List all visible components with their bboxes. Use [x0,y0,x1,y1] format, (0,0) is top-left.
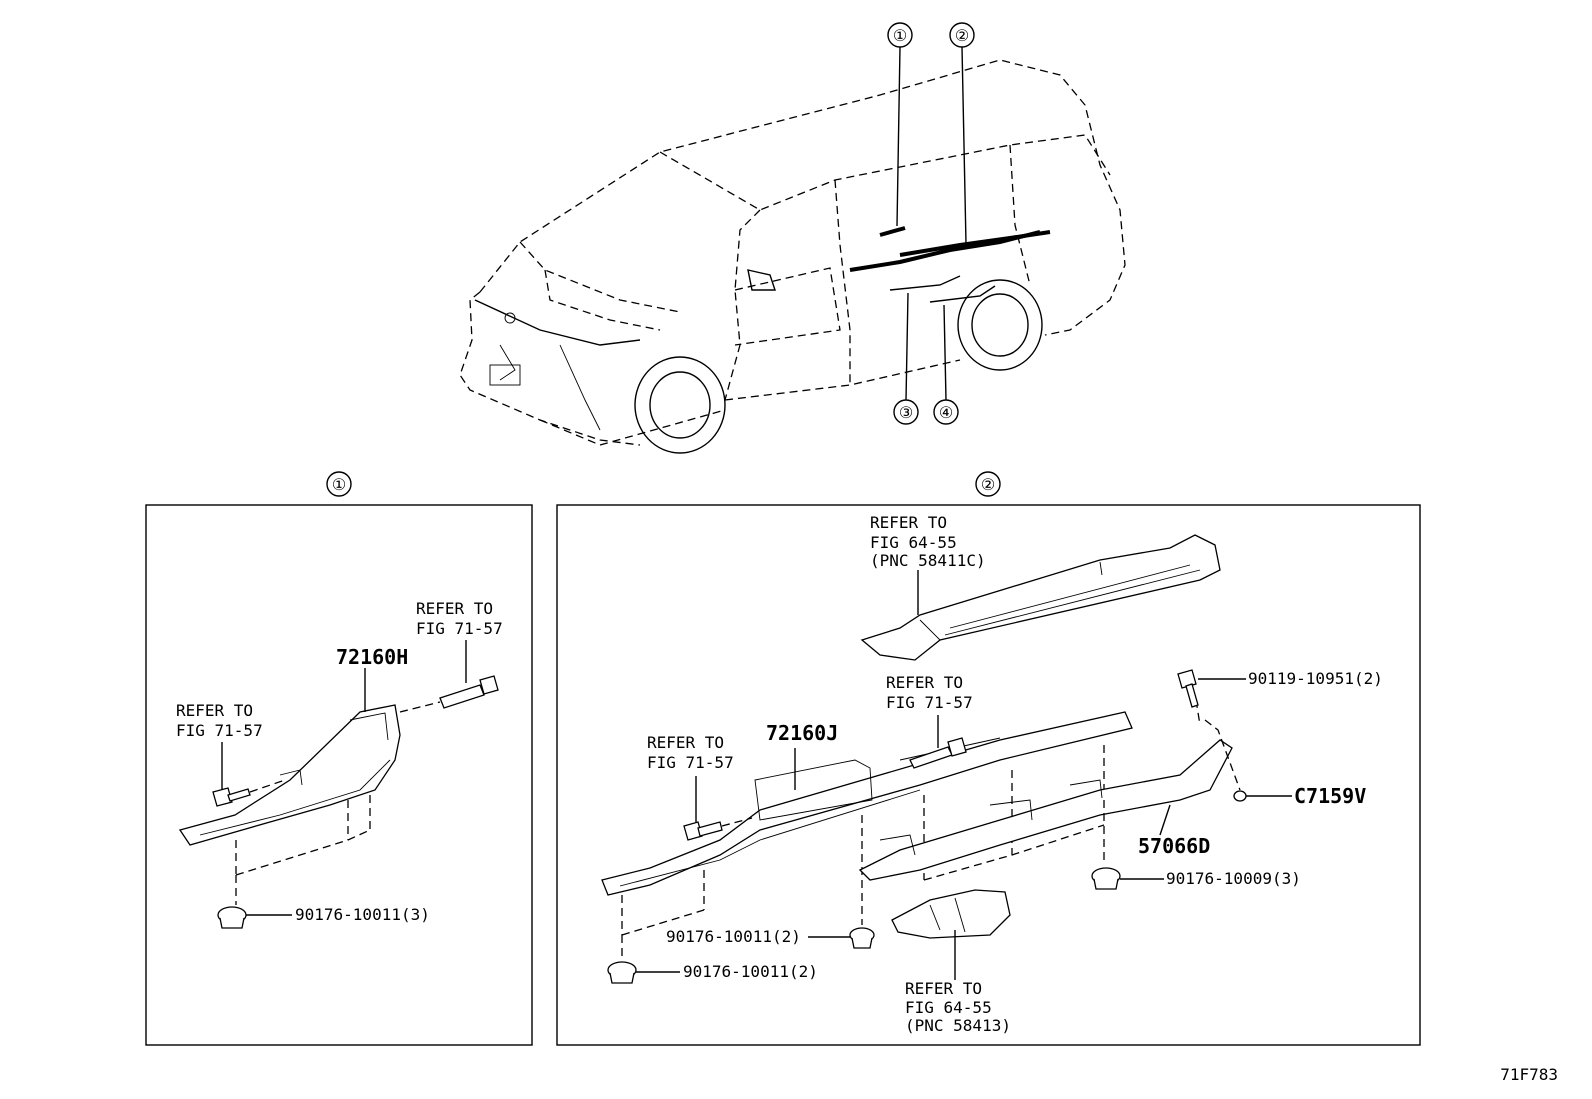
part-72160J-drawing[interactable] [601,711,1133,960]
refer-text-line[interactable]: FIG 64-55 [905,998,992,1017]
refer-text-line: REFER TO [870,513,947,532]
part-number-57066D[interactable]: 57066D [1138,834,1210,858]
refer-text-line: REFER TO [647,733,724,752]
panel-1-title: ① [332,475,346,494]
refer-text-line: REFER TO [886,673,963,692]
bolt-icon[interactable] [683,776,753,841]
bolt-icon[interactable] [212,742,286,807]
figure-id: 71F783 [1500,1065,1558,1084]
part-number-clip[interactable]: 90176-10011(2) [666,927,801,946]
refer-text-line: REFER TO [176,701,253,720]
refer-text-line: (PNC 58411C) [870,551,986,570]
callout-2[interactable] [949,22,975,245]
refer-text-line[interactable]: FIG 64-55 [870,533,957,552]
bolt-icon[interactable] [399,640,499,713]
vehicle-illustration [459,59,1126,454]
clip-icon[interactable] [607,961,680,984]
part-72160H-drawing[interactable] [178,704,401,905]
refer-text-line: REFER TO [416,599,493,618]
refer-text-line[interactable]: FIG 71-57 [176,721,263,740]
callout-3-label: ③ [899,403,913,422]
part-number-bolt[interactable]: 90119-10951(2) [1248,669,1383,688]
refer-text-line: (PNC 58413) [905,1016,1011,1035]
callout-1[interactable] [887,22,913,227]
part-number-clip[interactable]: 90176-10011(2) [683,962,818,981]
callout-4-label: ④ [939,403,953,422]
lower-bracket-drawing[interactable] [891,889,1011,980]
callout-1-label: ① [893,26,907,45]
refer-text-line[interactable]: FIG 71-57 [886,693,973,712]
panel-1: ① [145,471,533,1046]
bolt-icon[interactable] [909,715,967,769]
callout-2-label: ② [955,26,969,45]
part-57066D-drawing[interactable] [858,699,1241,881]
nut-icon[interactable] [1233,790,1292,802]
part-number-clip[interactable]: 90176-10011(3) [295,905,430,924]
part-number-clip[interactable]: 90176-10009(3) [1166,869,1301,888]
panel-1-frame [145,504,533,1046]
part-number-72160H[interactable]: 72160H [336,645,408,669]
refer-text-line[interactable]: FIG 71-57 [647,753,734,772]
clip-icon[interactable] [1091,867,1164,890]
refer-text-line[interactable]: FIG 71-57 [416,619,503,638]
step-cover-upper-drawing[interactable] [860,534,1221,661]
panel-2-frame [556,504,1421,1046]
panel-2: ② [556,471,1421,1046]
clip-icon[interactable] [808,927,875,949]
callout-3[interactable] [893,292,919,425]
part-number-72160J[interactable]: 72160J [766,721,838,745]
vehicle-callouts: ① ② ③ ④ [887,22,975,425]
bolt-icon[interactable] [1177,669,1246,708]
part-number-C7159V[interactable]: C7159V [1294,784,1366,808]
panel-2-title: ② [981,475,995,494]
callout-4[interactable] [933,304,959,425]
refer-text-line: REFER TO [905,979,982,998]
clip-icon[interactable] [217,906,292,929]
